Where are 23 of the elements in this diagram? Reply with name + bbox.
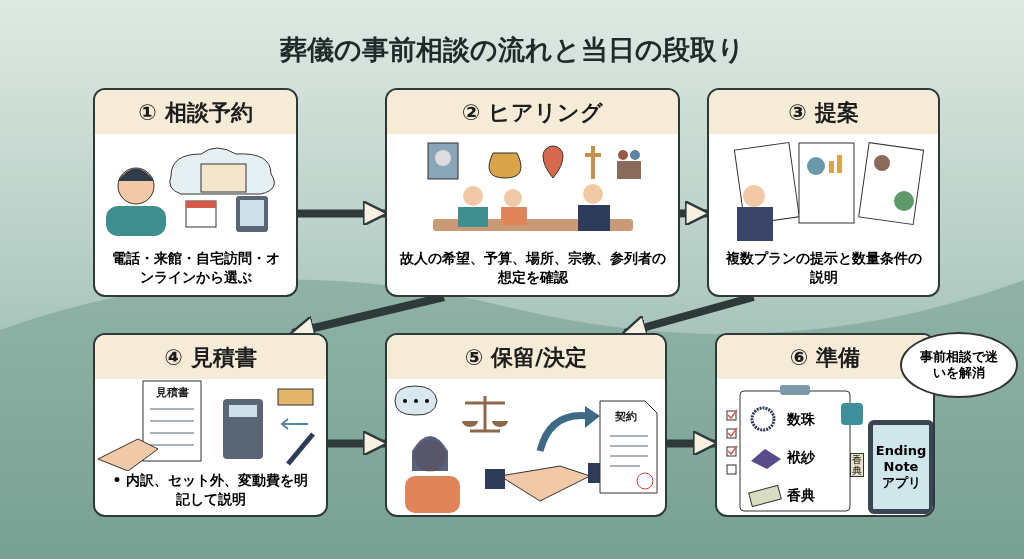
step-card [707,88,940,297]
label-text: 数珠 [787,410,815,429]
label-text: 契約 [615,409,637,425]
step-title: ⑤ 保留/決定 [464,343,588,372]
step-description: 故人の希望、予算、場所、宗教、参列者の想定を確認 [398,248,667,287]
step-card [385,333,667,517]
step-title: ③ 提案 [788,98,859,127]
step-description: 電話・来館・自宅訪問・オンラインから選ぶ [110,248,281,287]
speech-bubble: 事前相談で迷いを解消 [900,332,1018,398]
step-title: ② ヒアリング [461,98,604,127]
step-card [93,333,328,517]
label-text: 袱紗 [787,448,815,467]
step-title: ⑥ 準備 [789,343,861,372]
step-title: ④ 見積書 [164,343,257,372]
step-description: • 内訳、セット外、変動費を明記して説明 [111,471,310,510]
label-text: 香典 [787,486,815,505]
label-text: 見積書 [156,385,189,401]
tablet-screen: Ending Note アプリ [868,420,933,514]
step-card [93,88,298,297]
step-card [385,88,680,297]
step-title: ① 相談予約 [138,98,253,127]
title: 葬儀の事前相談の流れと当日の段取り [278,33,746,67]
step-description: 複数プランの提示と数量条件の説明 [724,248,923,287]
